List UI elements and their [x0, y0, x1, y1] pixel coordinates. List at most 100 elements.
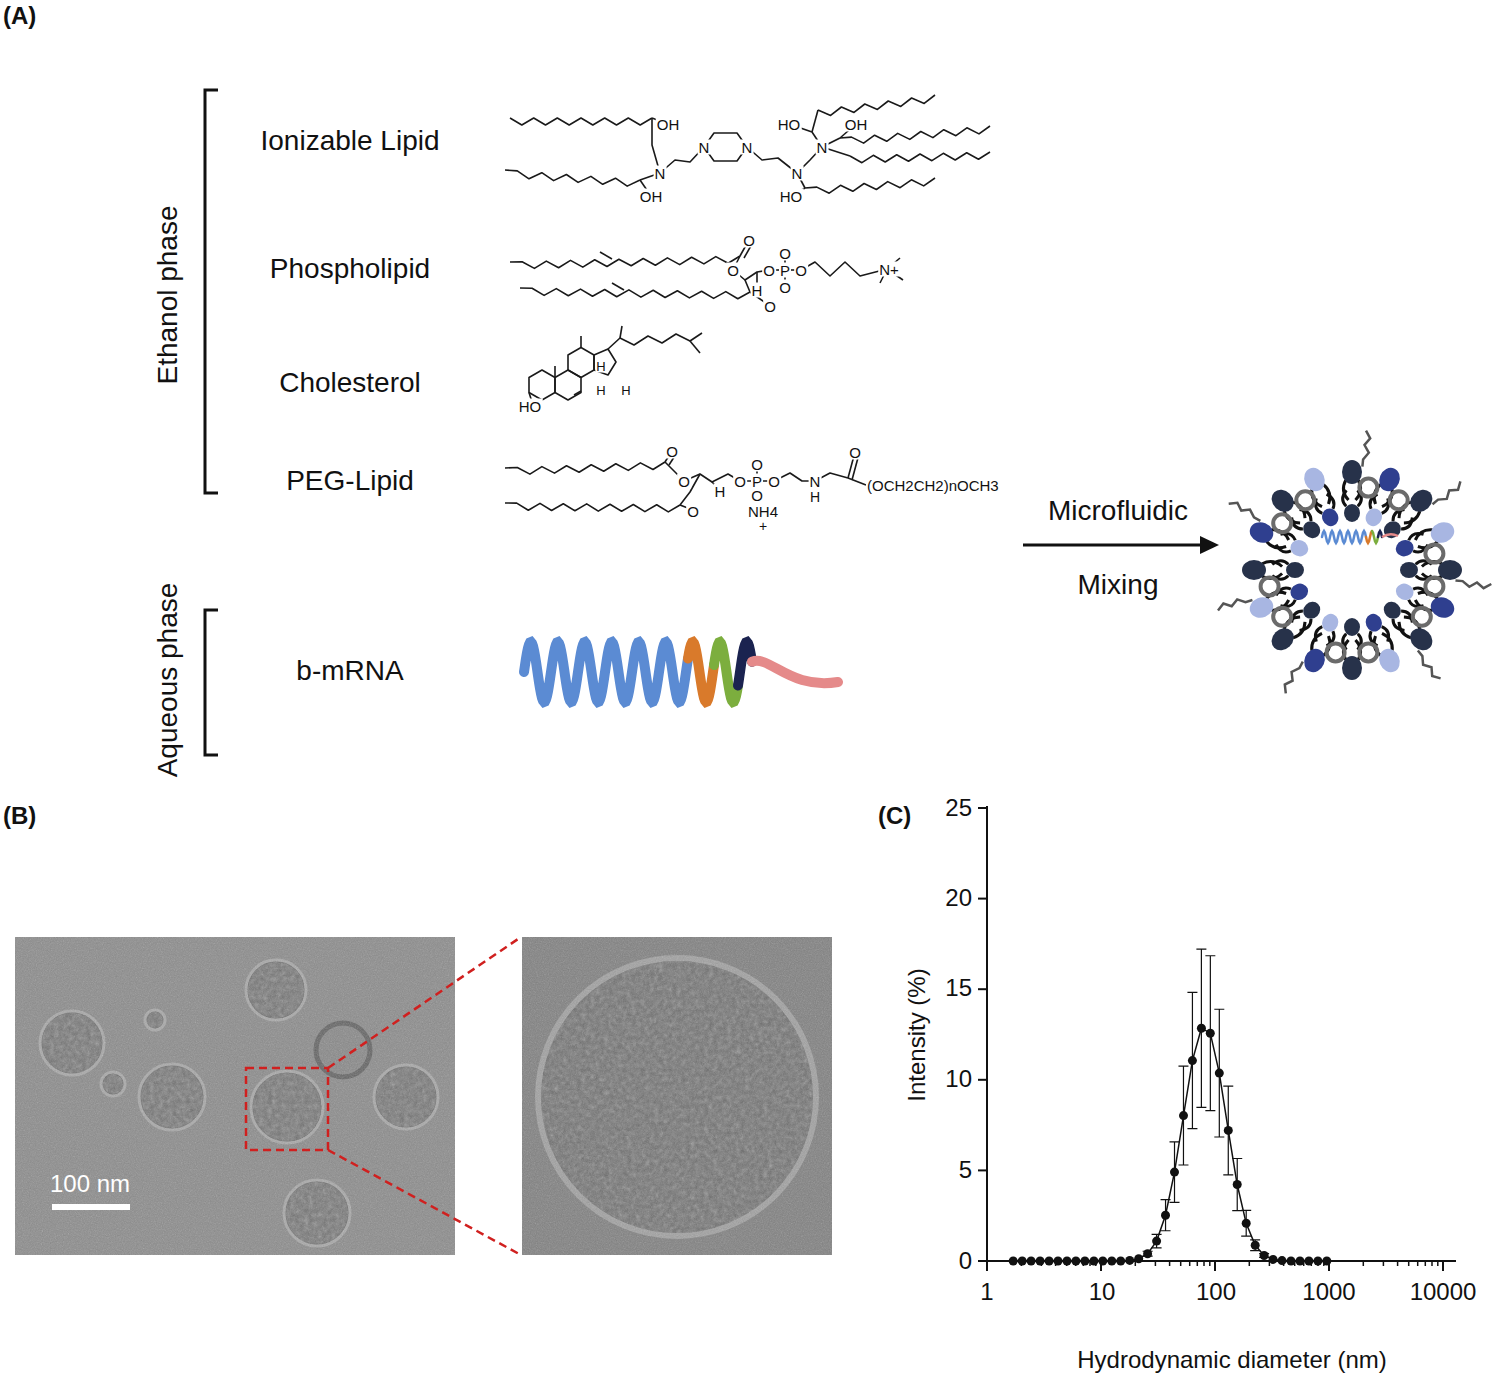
error-bar: [1241, 1210, 1251, 1236]
lipid-tail: [1292, 518, 1303, 530]
x-minor-tick: [1425, 1261, 1427, 1266]
lipid-head: [1344, 504, 1360, 522]
x-minor-tick: [1209, 1261, 1211, 1266]
lipid-tail: [1300, 510, 1312, 521]
lipid-tail: [1276, 545, 1291, 552]
atom-label: OH: [639, 189, 664, 204]
peg-chain: [1433, 481, 1461, 504]
lipid-head: [1406, 624, 1437, 655]
cholesterol-ring: [1273, 514, 1291, 532]
component-label: b-mRNA: [296, 655, 403, 687]
lipid-head: [1300, 598, 1324, 622]
atom-label: O: [677, 474, 691, 489]
data-point: [1125, 1256, 1134, 1265]
data-point: [1322, 1257, 1331, 1266]
zoom-box: [246, 1068, 328, 1150]
axis-tick: 20: [945, 884, 972, 912]
cholesterol-ring: [1261, 577, 1279, 595]
error-bar: [1152, 1234, 1162, 1248]
bond-line: [574, 391, 581, 395]
x-minor-tick: [1249, 1261, 1251, 1266]
data-point: [1045, 1257, 1054, 1266]
bond-line: [580, 336, 582, 348]
particle-texture: [522, 937, 832, 1255]
atom-label: NH4: [747, 504, 779, 519]
atom-label: P: [751, 474, 763, 489]
axis-tick: 0: [959, 1247, 972, 1275]
error-bar: [1223, 1086, 1233, 1175]
arrow-head: [1200, 536, 1219, 554]
bond-line: [600, 252, 612, 259]
alkyl-chain: [510, 118, 652, 125]
lipid-tail: [1315, 627, 1322, 642]
atom-label: H: [595, 360, 606, 373]
error-bar: [1178, 1066, 1188, 1165]
lipid-head: [1242, 560, 1266, 580]
lipid-tail: [1393, 619, 1405, 630]
data-point: [1313, 1257, 1322, 1266]
poly-a-tail: [752, 661, 838, 683]
data-point: [1206, 1029, 1215, 1038]
error-bar: [1196, 949, 1206, 1107]
axis-tick: 5: [959, 1156, 972, 1184]
data-point: [1089, 1257, 1098, 1266]
atom-label: O: [733, 474, 747, 489]
component-label: Phospholipid: [270, 253, 430, 285]
data-point: [1197, 1024, 1206, 1033]
x-minor-tick: [1155, 1261, 1157, 1266]
peg-chain: [1285, 662, 1303, 694]
zoom-leader: [328, 1150, 521, 1255]
zoom-leader: [328, 937, 521, 1068]
alkyl-chain: [510, 256, 740, 268]
lipid-head: [1393, 581, 1416, 603]
data-point: [1018, 1257, 1027, 1266]
x-tick: [1214, 1261, 1216, 1271]
data-line: [1013, 1028, 1327, 1261]
mrna-strand: [688, 642, 714, 702]
alkyl-chain: [505, 503, 680, 512]
atom-label: N: [791, 166, 804, 181]
atom-label: OH: [656, 117, 681, 132]
x-minor-tick: [1431, 1261, 1433, 1266]
component-label: Ionizable Lipid: [260, 125, 439, 157]
lipid-head: [1400, 562, 1418, 578]
alkyl-chain: [805, 178, 935, 193]
steroid-ring: [529, 370, 555, 400]
axis-tick: 10: [945, 1065, 972, 1093]
lipid-head: [1363, 506, 1385, 529]
error-bar: [1170, 1142, 1180, 1202]
data-point: [1233, 1180, 1242, 1189]
phase-label: Aqueous phase: [152, 583, 184, 778]
x-tick: [986, 1261, 988, 1271]
atom-label: O: [665, 444, 679, 459]
x-minor-tick: [1437, 1261, 1439, 1266]
atom-label: O: [848, 445, 862, 460]
panel-label: (A): [3, 2, 36, 30]
x-minor-tick: [1408, 1261, 1410, 1266]
error-bar: [1250, 1240, 1260, 1251]
data-point: [1080, 1257, 1089, 1266]
atom-label: N: [816, 140, 829, 155]
x-minor-tick: [1203, 1261, 1205, 1266]
arrow-label: Microfluidic: [1048, 495, 1188, 527]
data-point: [1116, 1257, 1125, 1266]
alkyl-chain: [505, 170, 640, 186]
alkyl-chain: [520, 288, 750, 299]
atom-label: O: [778, 246, 792, 261]
data-point: [1036, 1257, 1045, 1266]
lipid-head: [1406, 485, 1437, 516]
lipid-tail: [1401, 518, 1412, 530]
lipid-head: [1380, 598, 1404, 622]
data-point: [1242, 1219, 1251, 1228]
atom-label: O: [750, 488, 764, 503]
peg-chain: [1418, 651, 1441, 679]
bond-line: [848, 478, 866, 485]
lipid-head: [1301, 465, 1329, 495]
component-label: Cholesterol: [279, 367, 421, 399]
atom-label: H: [714, 484, 727, 499]
atom-label: OH: [844, 117, 869, 132]
x-minor-tick: [1180, 1261, 1182, 1266]
panel-label: (C): [878, 802, 911, 830]
phase-label: Ethanol phase: [152, 205, 184, 384]
